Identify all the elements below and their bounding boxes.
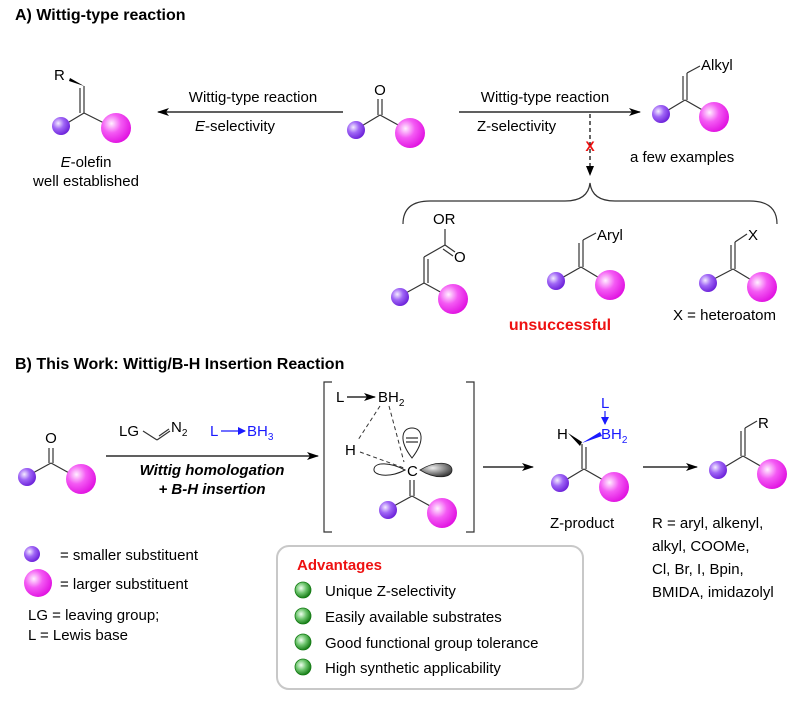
z-bh2: BH2 xyxy=(601,426,628,446)
small-sphere-icon xyxy=(699,274,717,292)
large-sphere-icon xyxy=(747,272,777,302)
large-sphere-icon xyxy=(427,498,457,528)
legend-large: = larger substituent xyxy=(60,576,189,593)
oxygen-atom: O xyxy=(454,249,466,266)
e-olefin-structure: R E-olefin well established xyxy=(32,67,139,190)
advantage-item: Unique Z-selectivity xyxy=(325,583,456,600)
wedge-bond xyxy=(69,78,84,86)
condition-line1: Wittig homologation xyxy=(140,462,285,479)
large-sphere-icon xyxy=(595,270,625,300)
e-olefin-label: E-olefin xyxy=(61,154,112,171)
advantage-item: High synthetic applicability xyxy=(325,660,501,677)
unsuccessful-label: unsuccessful xyxy=(509,317,611,334)
advantages-list: Unique Z-selectivity Easily available su… xyxy=(294,581,538,677)
z-product-structure: H L BH2 Z-product xyxy=(550,395,629,532)
z-product-label: Z-product xyxy=(550,515,615,532)
legend-l: L = Lewis base xyxy=(28,627,128,644)
z-olefin-alkyl: Alkyl a few examples xyxy=(630,57,734,166)
substituent-alkyl: Alkyl xyxy=(701,57,733,74)
legend-lg: LG = leaving group; xyxy=(28,607,159,624)
small-sphere-icon xyxy=(52,117,70,135)
oxygen-atom: O xyxy=(374,82,386,99)
failed-substrate-aryl: Aryl xyxy=(547,227,625,300)
bh3-label: BH3 xyxy=(247,423,274,443)
large-sphere-icon xyxy=(438,284,468,314)
green-bullet-icon xyxy=(294,658,312,676)
failed-substrate-ester: OR O xyxy=(391,211,468,314)
small-sphere-icon xyxy=(18,468,36,486)
z-lewis-base: L xyxy=(601,395,609,412)
small-sphere-icon xyxy=(709,461,727,479)
diazo-reagent: LG N2 xyxy=(119,419,188,441)
substituent-r: R xyxy=(758,415,769,432)
ts-carbon: C xyxy=(407,463,418,480)
small-sphere-icon xyxy=(391,288,409,306)
lg-label: LG xyxy=(119,423,139,440)
legend-small: = smaller substituent xyxy=(60,547,199,564)
large-sphere-icon xyxy=(757,459,787,489)
scope-line: BMIDA, imidazolyl xyxy=(652,584,774,601)
green-bullet-icon xyxy=(294,607,312,625)
wedge-bond xyxy=(568,433,582,446)
advantages-box xyxy=(276,545,584,690)
small-sphere-icon xyxy=(379,501,397,519)
substituent-r: R xyxy=(54,67,65,84)
advantage-item: Good functional group tolerance xyxy=(325,635,538,652)
heteroatom-note: X = heteroatom xyxy=(673,307,776,324)
left-arrow-bottom: E-selectivity xyxy=(195,118,276,135)
large-sphere-icon xyxy=(395,118,425,148)
right-arrow-top: Wittig-type reaction xyxy=(481,89,609,106)
green-bullet-icon xyxy=(294,633,312,651)
small-sphere-icon xyxy=(347,121,365,139)
ketone-structure-b: O xyxy=(18,430,96,494)
bracket-right xyxy=(466,381,475,533)
ts-hydrogen: H xyxy=(345,442,356,459)
advantages-title: Advantages xyxy=(297,557,382,574)
final-product-structure: R xyxy=(709,415,787,489)
failed-substrate-heteroatom: X X = heteroatom xyxy=(673,227,777,324)
large-sphere-icon xyxy=(101,113,131,143)
panel-b-title: B) This Work: Wittig/B-H Insertion React… xyxy=(15,356,344,373)
small-sphere-icon xyxy=(24,546,40,562)
left-arrow-top: Wittig-type reaction xyxy=(189,89,317,106)
ketone-structure: O xyxy=(347,82,425,148)
large-sphere-icon xyxy=(599,472,629,502)
fail-x-mark: X xyxy=(585,138,595,154)
wedge-bond-blue xyxy=(582,432,602,443)
transition-state: L BH2 H C xyxy=(323,381,475,533)
small-sphere-icon xyxy=(652,105,670,123)
advantage-item: Easily available substrates xyxy=(325,609,502,626)
z-olefin-note: a few examples xyxy=(630,149,734,166)
green-bullet-icon xyxy=(294,581,312,599)
grouping-brace xyxy=(402,182,778,225)
small-sphere-icon xyxy=(547,272,565,290)
scope-list: R = aryl, alkenyl, alkyl, COOMe, Cl, Br,… xyxy=(652,515,774,601)
p-orbital-icon xyxy=(402,427,422,459)
large-sphere-icon xyxy=(699,102,729,132)
e-olefin-note: well established xyxy=(32,173,139,190)
large-sphere-icon xyxy=(66,464,96,494)
empty-orbital-icon xyxy=(373,463,407,476)
n2-label: N2 xyxy=(171,419,188,439)
ts-bh2: BH2 xyxy=(378,389,405,409)
substituent-x: X xyxy=(748,227,758,244)
scope-line: Cl, Br, I, Bpin, xyxy=(652,561,744,578)
ts-lewis-base: L xyxy=(336,389,344,406)
right-arrow-bottom: Z-selectivity xyxy=(477,118,557,135)
small-sphere-icon xyxy=(551,474,569,492)
condition-line2: + B-H insertion xyxy=(158,481,265,498)
large-sphere-icon xyxy=(24,569,52,597)
z-hydrogen: H xyxy=(557,426,568,443)
panel-a-title: A) Wittig-type reaction xyxy=(15,7,186,24)
legend: = smaller substituent = larger substitue… xyxy=(24,546,199,644)
substituent-or: OR xyxy=(433,211,456,228)
bracket-left xyxy=(323,381,332,533)
oxygen-atom: O xyxy=(45,430,57,447)
scope-line: R = aryl, alkenyl, xyxy=(652,515,763,532)
scope-line: alkyl, COOMe, xyxy=(652,538,750,555)
lewis-base-label: L xyxy=(210,423,218,440)
filled-orbital-icon xyxy=(419,462,453,478)
substituent-aryl: Aryl xyxy=(597,227,623,244)
borane-reagent: L BH3 xyxy=(210,423,274,443)
